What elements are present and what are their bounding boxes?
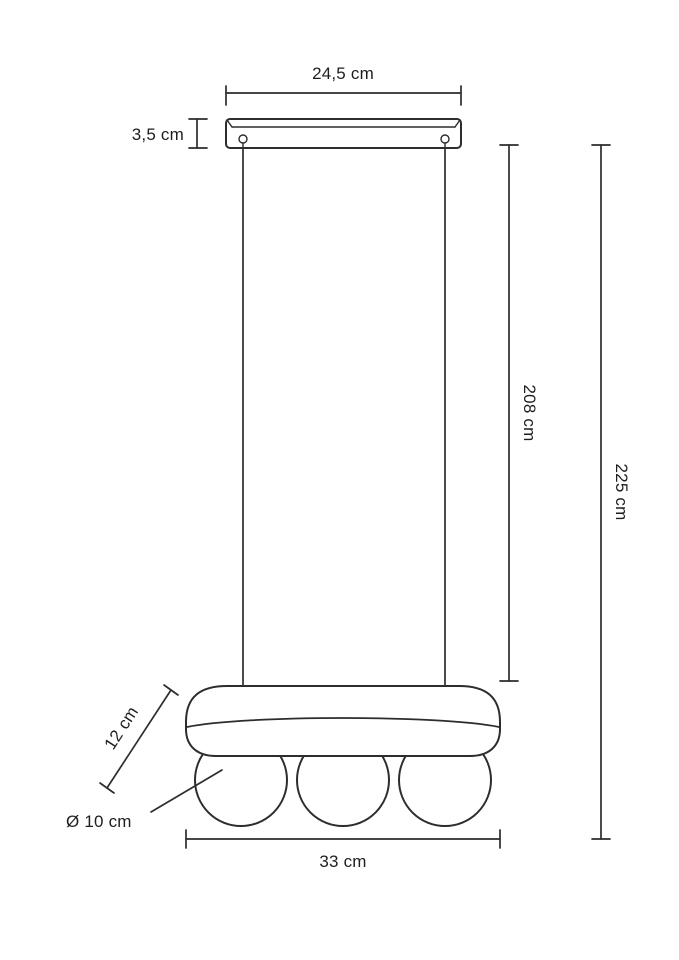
dimension-tick (99, 782, 115, 794)
canopy-corner-bevel (454, 119, 461, 128)
shade-depth-label: 12 cm (101, 703, 143, 753)
cord-grip-left (238, 134, 248, 144)
canopy-height-dimension: 3,5 cm (132, 118, 208, 149)
canopy-width-label: 24,5 cm (312, 64, 374, 83)
leader-line (150, 769, 223, 813)
total-height-label: 225 cm (612, 464, 631, 521)
total-height-dimension: 225 cm (591, 144, 631, 840)
canopy-height-label: 3,5 cm (132, 125, 184, 144)
canopy-body (225, 118, 462, 149)
dimension-tick (163, 684, 179, 696)
bulb-diameter-callout: Ø 10 cm (66, 769, 223, 831)
shade-depth-dimension: 12 cm (99, 684, 179, 794)
cord-drop-dimension: 208 cm (499, 144, 539, 682)
shade-rim-line (186, 717, 500, 728)
bulb-diameter-label: Ø 10 cm (66, 812, 132, 831)
dimension-line (106, 689, 172, 789)
cord-grip-right (440, 134, 450, 144)
canopy-corner-bevel (226, 119, 233, 128)
canopy-width-dimension: 24,5 cm (225, 64, 462, 106)
ceiling-canopy (225, 118, 462, 151)
shade-width-label: 33 cm (319, 852, 366, 871)
suspension-cords (242, 149, 446, 691)
shade-outline (185, 685, 501, 757)
lamp-shade-body (185, 685, 501, 757)
cord-drop-label: 208 cm (520, 385, 539, 442)
shade-width-dimension: 33 cm (185, 829, 501, 871)
